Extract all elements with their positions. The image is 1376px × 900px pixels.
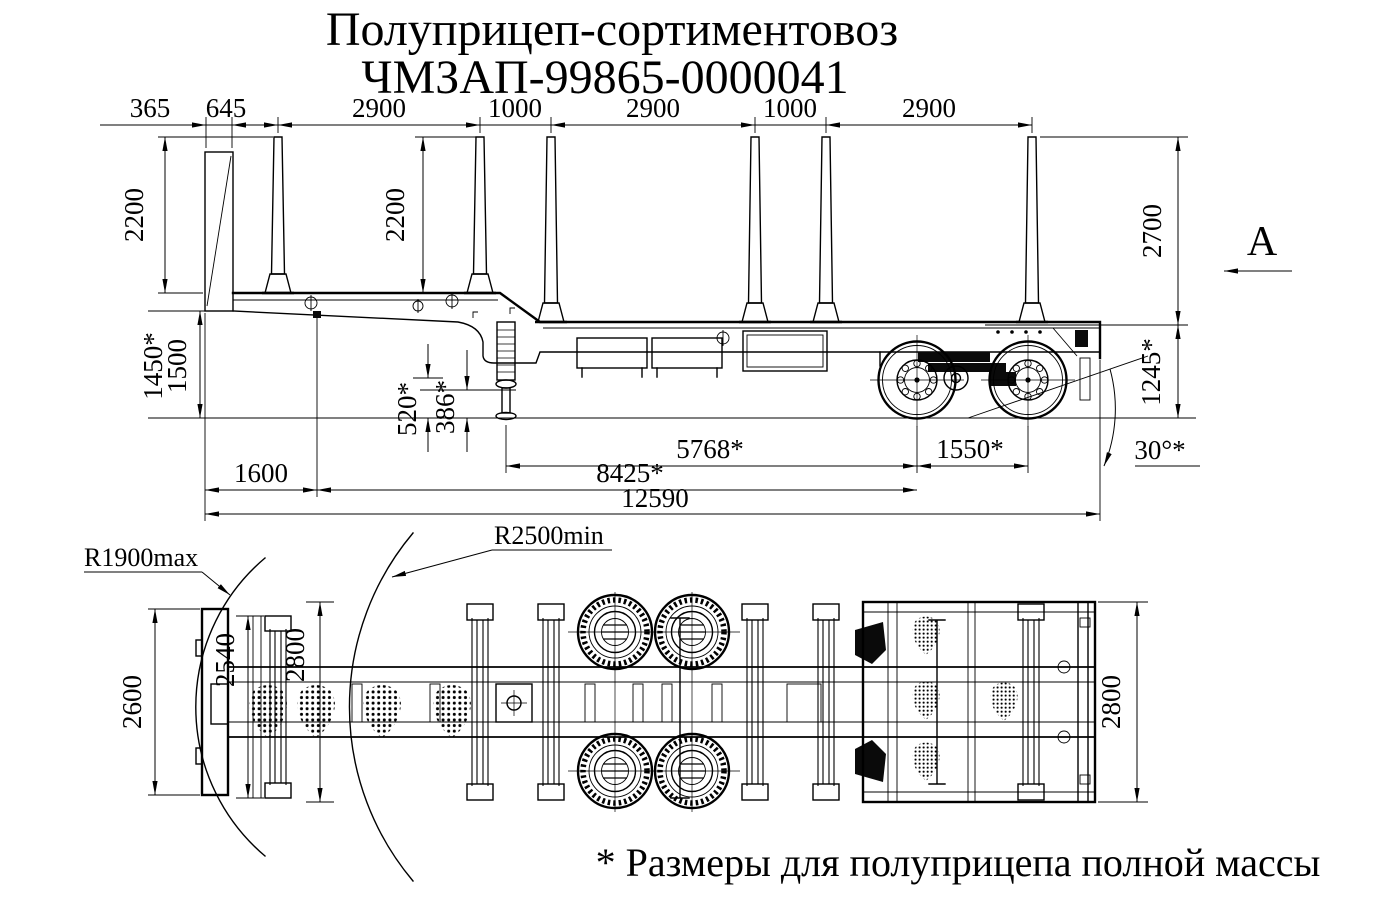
dim-clearance-rear: 386*: [430, 380, 460, 434]
dim-bunk-width: 2800: [280, 628, 310, 682]
dim-645: 645: [206, 93, 247, 123]
stake: [808, 135, 844, 324]
dim-1000-b: 1000: [763, 93, 817, 123]
dim-deck-width: 2800: [1096, 675, 1126, 729]
title-line-1: Полуприцеп-сортиментовоз: [326, 3, 898, 56]
bunk: [466, 603, 494, 801]
dim-overall-height: 2700: [1137, 204, 1167, 258]
bunk: [1017, 603, 1045, 801]
bogie: [868, 333, 1077, 429]
dim-2900-b: 2900: [626, 93, 680, 123]
tire: [578, 734, 652, 808]
dim-2900-a: 2900: [352, 93, 406, 123]
dim-1000-a: 1000: [488, 93, 542, 123]
swing-arc-r1900: [195, 557, 266, 857]
wheels-plan: [568, 592, 740, 812]
bunk: [537, 603, 565, 801]
dim-stake-height-left: 2200: [119, 188, 149, 242]
dim-support-to-bogie: 5768*: [676, 434, 744, 464]
rear-deck: [861, 600, 1097, 804]
stake: [737, 135, 773, 324]
title-line-2: ЧМЗАП-99865-0000041: [361, 51, 848, 104]
dim-365: 365: [130, 93, 171, 123]
kingpin: [313, 311, 321, 318]
stake: [533, 135, 569, 324]
dim-height-unloaded: 1500: [162, 339, 192, 393]
dim-departure-angle: 30°*: [1134, 435, 1185, 465]
dim-kingpin-to-bogie: 8425*: [596, 458, 664, 488]
swing-arc-r2500: [348, 532, 414, 882]
dim-axle-spacing: 1550*: [936, 434, 1004, 464]
plan-view: R1900max R2500min: [84, 521, 1097, 882]
view-a-label: А: [1247, 219, 1278, 265]
title-block: Полуприцеп-сортиментовоз ЧМЗАП-99865-000…: [326, 3, 898, 104]
radius-max-label: R1900max: [84, 543, 198, 572]
radius-labels: R1900max R2500min: [84, 521, 612, 596]
dim-overall-length: 12590: [621, 483, 689, 513]
stake: [260, 135, 296, 295]
departure-angle: 30°*: [967, 355, 1200, 467]
tire: [655, 734, 729, 808]
side-view: 30°* А: [148, 135, 1292, 467]
dim-2900-c: 2900: [902, 93, 956, 123]
side-view-dimensions: 365 645 2900 1000 2900 1000 2900 2200 14…: [100, 93, 1188, 521]
wheel: [868, 333, 966, 429]
footnote: * Размеры для полуприцепа полной массы: [596, 840, 1321, 885]
bunk: [812, 603, 840, 801]
stake: [1014, 135, 1050, 324]
tire: [578, 595, 652, 669]
radius-min-label: R2500min: [494, 521, 604, 550]
landing-gear: [472, 307, 517, 421]
spine-frame: [228, 666, 1095, 738]
plan-view-dimensions: 2600 2540 2800 2800: [117, 601, 1148, 803]
front-shield: [204, 151, 234, 312]
tire: [655, 595, 729, 669]
stake: [462, 135, 498, 295]
view-a-mark: А: [1224, 219, 1292, 274]
fender-bracket: [855, 622, 886, 664]
dim-front-overhang: 1600: [234, 458, 288, 488]
front-plate: [195, 607, 230, 797]
dim-front-bunk-width: 2540: [210, 633, 240, 687]
tool-boxes: [576, 330, 828, 378]
dim-clearance-front: 520*: [392, 382, 422, 436]
dim-stake-height-mid: 2200: [380, 188, 410, 242]
bunk: [741, 603, 769, 801]
kingpin-plate: [495, 683, 533, 723]
dim-height-loaded: 1450*: [138, 332, 168, 400]
dim-rear-frame-height: 1245*: [1136, 338, 1166, 406]
fender-bracket: [855, 740, 886, 782]
deck-fittings: [304, 293, 730, 346]
dim-front-width: 2600: [117, 675, 147, 729]
